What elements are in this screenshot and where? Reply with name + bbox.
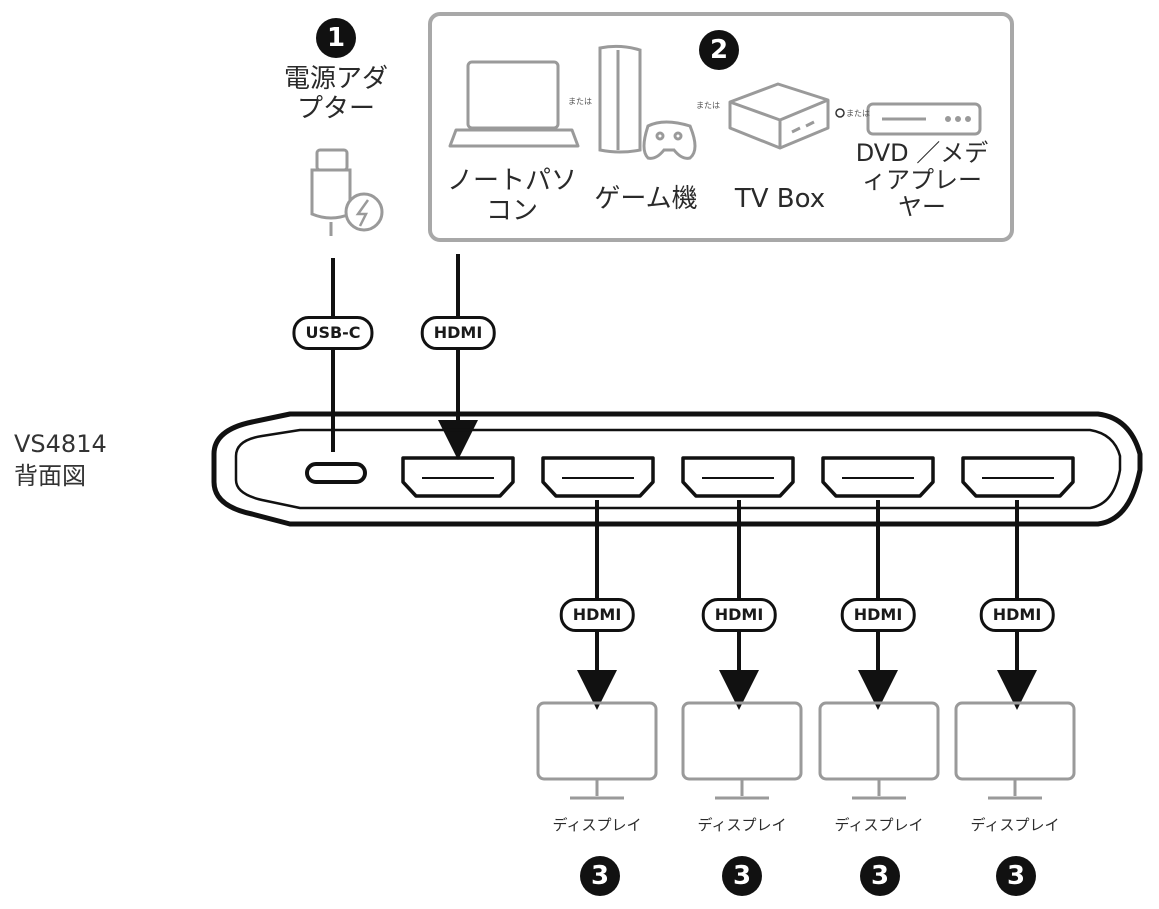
tv-box-icon (728, 82, 830, 150)
or-separator-1: または (568, 97, 592, 106)
tv-box-label: TV Box (734, 184, 826, 214)
hdmi-out-port-2 (681, 456, 795, 498)
usb-c-adapter-icon (310, 148, 384, 236)
display-label-3: ディスプレイ (834, 816, 924, 834)
dvd-player-label: DVD ／メデ ィアプレー ヤー (856, 140, 989, 221)
laptop-label: ノートパソ コン (447, 166, 577, 226)
vs4814-body-inner (234, 428, 1122, 510)
vs4814-body-outer (211, 411, 1143, 527)
usb-c-port (305, 462, 367, 484)
dvd-player-icon (866, 102, 982, 136)
laptop-label-line2: コン (485, 196, 539, 226)
or-separator-2: または (696, 101, 720, 110)
display-monitor-icon-2 (681, 701, 803, 800)
cable-label-hdmi-out-3: HDMI (840, 598, 916, 632)
cable-label-hdmi-out-4: HDMI (979, 598, 1055, 632)
hdmi-out-port-1 (541, 456, 655, 498)
device-view-name: 背面図 (14, 462, 86, 490)
display-monitor-icon-1 (536, 701, 658, 800)
step-badge-source: 2 (699, 30, 739, 70)
game-console-icon (598, 44, 697, 160)
dvd-label-line1: DVD ／メデ (855, 139, 989, 167)
hdmi-in-port (401, 456, 515, 498)
display-label-1: ディスプレイ (552, 816, 642, 834)
laptop-label-line1: ノートパソ (446, 166, 578, 196)
device-model-name: VS4814 (14, 430, 107, 458)
step-badge-display-1: 3 (580, 856, 620, 896)
device-model-label: VS4814 背面図 (14, 428, 107, 492)
or-mark-icon (835, 108, 845, 118)
dvd-label-line2: ィアプレー (862, 166, 982, 194)
cable-label-hdmi-out-1: HDMI (559, 598, 635, 632)
cable-label-hdmi-out-2: HDMI (701, 598, 777, 632)
power-adapter-label-line2: プター (296, 94, 376, 124)
source-devices-box (428, 12, 1014, 242)
display-monitor-icon-3 (818, 701, 940, 800)
dvd-label-line3: ヤー (898, 193, 946, 221)
hdmi-out-port-3 (821, 456, 935, 498)
power-adapter-label-line1: 電源アダ (283, 64, 389, 94)
game-console-label: ゲーム機 (594, 184, 698, 214)
display-label-2: ディスプレイ (697, 816, 787, 834)
step-badge-display-3: 3 (860, 856, 900, 896)
step-badge-display-2: 3 (722, 856, 762, 896)
power-adapter-label: 電源アダ プター (284, 64, 388, 124)
display-label-4: ディスプレイ (970, 816, 1060, 834)
hdmi-out-port-4 (961, 456, 1075, 498)
step-badge-power: 1 (316, 18, 356, 58)
or-separator-3: または (846, 109, 870, 118)
cable-label-usb-c: USB-C (292, 316, 374, 350)
laptop-icon (448, 60, 580, 148)
step-badge-display-4: 3 (996, 856, 1036, 896)
cable-label-hdmi-in: HDMI (420, 316, 496, 350)
display-monitor-icon-4 (954, 701, 1076, 800)
